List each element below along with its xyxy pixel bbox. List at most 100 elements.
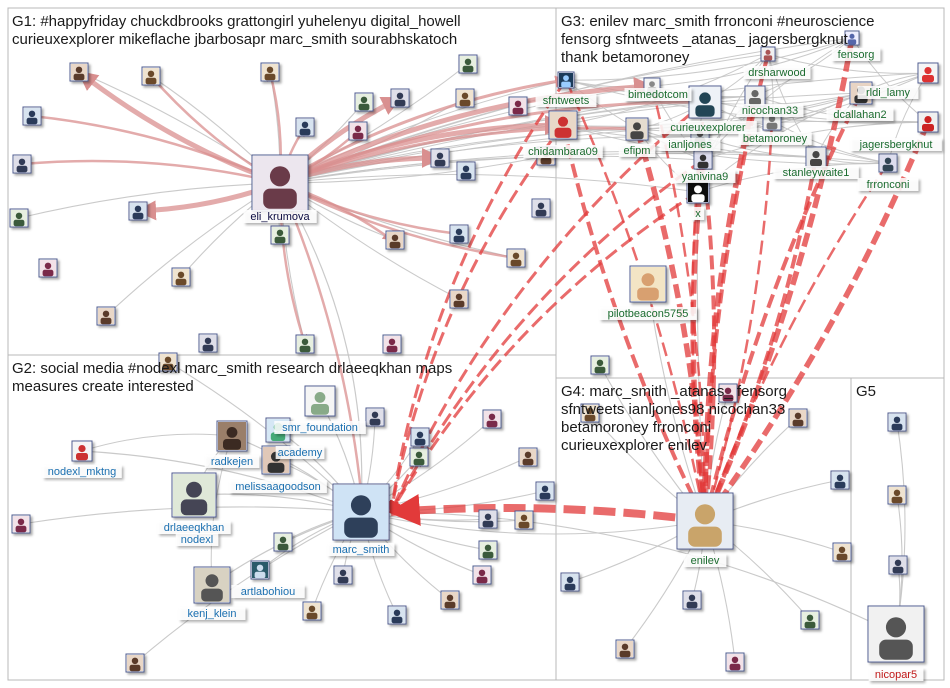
node-label-nodexl-mktng: nodexl_mktng [42, 465, 122, 478]
avatar-g1-leaf[interactable] [508, 96, 528, 116]
avatar-g2-leaf[interactable] [158, 352, 178, 372]
avatar-pilotbeacon5755[interactable] [629, 265, 667, 303]
avatar-g5-leaf[interactable] [887, 485, 907, 505]
avatar-yanivina9[interactable] [693, 150, 713, 170]
avatar-g1-leaf[interactable] [96, 306, 116, 326]
avatar-rldi-lamy[interactable] [917, 62, 939, 84]
avatar-fensorg[interactable] [844, 30, 860, 46]
node-label-text: nodexl_mktng [48, 466, 117, 478]
avatar-g1-leaf[interactable] [430, 148, 450, 168]
avatar-sfntweets[interactable] [557, 71, 575, 89]
edges-red [386, 37, 931, 526]
node-label-nicochan33: nicochan33 [736, 104, 804, 117]
avatar-g1-leaf[interactable] [198, 333, 218, 353]
avatar-g2-leaf[interactable] [387, 605, 407, 625]
node-label-enilev: enilev [683, 554, 727, 567]
avatar-jagersbergknut[interactable] [917, 111, 939, 133]
avatar-smr-foundation[interactable] [304, 385, 336, 417]
avatar-g1-leaf[interactable] [171, 267, 191, 287]
avatar-g4-leaf[interactable] [832, 542, 852, 562]
avatar-g4-leaf[interactable] [725, 652, 745, 672]
avatar-g2-leaf[interactable] [410, 427, 430, 447]
edge [18, 182, 281, 220]
avatar-g2-leaf[interactable] [273, 532, 293, 552]
avatar-g2-leaf[interactable] [409, 447, 429, 467]
avatar-g1-leaf[interactable] [12, 154, 32, 174]
avatar-g1-leaf[interactable] [9, 208, 29, 228]
avatar-g2-leaf[interactable] [535, 481, 555, 501]
avatar-g5-leaf[interactable] [887, 412, 907, 432]
avatar-g1-leaf[interactable] [455, 88, 475, 108]
avatar-g1-leaf[interactable] [260, 62, 280, 82]
avatar-g2-leaf[interactable] [440, 590, 460, 610]
avatar-g4-leaf[interactable] [788, 408, 808, 428]
avatar-g1-leaf[interactable] [295, 334, 315, 354]
avatar-g2-leaf[interactable] [302, 601, 322, 621]
node-label-yanivina9: yanivina9 [674, 170, 736, 183]
node-label-text: kenj_klein [188, 608, 237, 620]
avatar-g2-leaf[interactable] [478, 540, 498, 560]
avatar-g5-leaf[interactable] [888, 555, 908, 575]
avatar-g1-leaf[interactable] [382, 334, 402, 354]
avatar-g1-leaf[interactable] [141, 66, 161, 86]
avatar-enilev[interactable] [676, 492, 734, 550]
avatar-g1-leaf[interactable] [385, 230, 405, 250]
avatar-chidambara09[interactable] [548, 110, 578, 140]
avatar-g4-leaf[interactable] [615, 639, 635, 659]
avatar-g4-leaf[interactable] [682, 590, 702, 610]
avatar-g2-leaf[interactable] [472, 565, 492, 585]
avatar-g4-leaf[interactable] [830, 470, 850, 490]
avatar-g2-leaf[interactable] [482, 409, 502, 429]
avatar-g2-leaf[interactable] [125, 653, 145, 673]
avatar-drsharwood[interactable] [760, 46, 776, 62]
edge [700, 92, 863, 523]
avatar-nicochan33[interactable] [744, 85, 766, 107]
avatar-g1-leaf[interactable] [506, 248, 526, 268]
avatar-g4-leaf[interactable] [590, 355, 610, 375]
edge [81, 447, 362, 513]
avatar-g2-leaf[interactable] [365, 407, 385, 427]
avatar-curieuxexplorer[interactable] [688, 85, 722, 119]
avatar-g2-leaf[interactable] [514, 510, 534, 530]
avatar-g2-leaf[interactable] [333, 565, 353, 585]
avatar-artlabohiou[interactable] [250, 560, 270, 580]
node-label-nodexl: nodexl [175, 533, 219, 546]
avatar-frronconi[interactable] [878, 153, 898, 173]
avatar-drlaeeqkhan[interactable] [171, 472, 217, 518]
avatar-g1-leaf[interactable] [449, 289, 469, 309]
avatar-g1-leaf[interactable] [531, 198, 551, 218]
avatar-g1-leaf[interactable] [128, 201, 148, 221]
avatar-g1-leaf[interactable] [449, 224, 469, 244]
node-label-text: eli_krumova [250, 211, 310, 223]
avatar-g4-leaf[interactable] [718, 383, 738, 403]
avatar-g1-leaf[interactable] [270, 225, 290, 245]
avatar-g2-leaf[interactable] [478, 509, 498, 529]
edge [279, 95, 707, 185]
avatar-g2-leaf[interactable] [11, 514, 31, 534]
avatar-g4-leaf[interactable] [560, 572, 580, 592]
edge [279, 174, 699, 195]
avatar-g1-leaf[interactable] [295, 117, 315, 137]
avatar-eli-krumova[interactable] [251, 154, 309, 212]
avatar-g1-leaf[interactable] [38, 258, 58, 278]
avatar-g1-leaf[interactable] [458, 54, 478, 74]
avatar-marc-smith[interactable] [332, 483, 390, 541]
avatar-g2-leaf[interactable] [518, 447, 538, 467]
avatar-g1-leaf[interactable] [456, 161, 476, 181]
avatar-nodexl-mktng[interactable] [71, 440, 93, 462]
node-label-betamoroney: betamoroney [738, 132, 812, 145]
avatar-radkejen[interactable] [216, 420, 248, 452]
avatar-g1-leaf[interactable] [69, 62, 89, 82]
avatar-efipm[interactable] [625, 117, 649, 141]
avatar-g1-leaf[interactable] [348, 121, 368, 141]
avatar-nicopar5[interactable] [867, 605, 925, 663]
avatar-g1-leaf[interactable] [354, 92, 374, 112]
avatar-g1-leaf[interactable] [22, 106, 42, 126]
avatar-stanleywaite1[interactable] [805, 146, 827, 168]
avatar-kenj-klein[interactable] [193, 566, 231, 604]
avatar-g1-leaf[interactable] [390, 88, 410, 108]
node-label-curieuxexplorer: curieuxexplorer [659, 121, 757, 134]
avatar-x[interactable] [686, 180, 710, 204]
avatar-g4-leaf[interactable] [580, 403, 600, 423]
avatar-g4-leaf[interactable] [800, 610, 820, 630]
